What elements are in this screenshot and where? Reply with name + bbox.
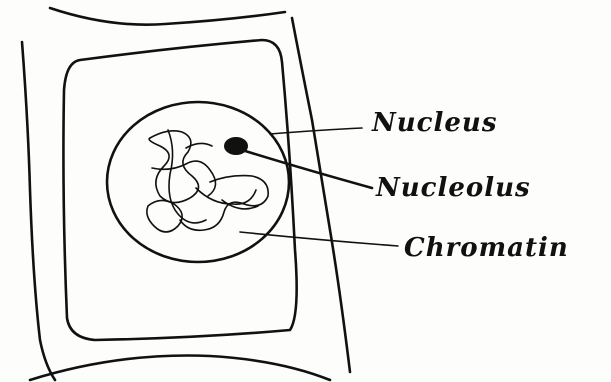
- nucleus-leader-line: [270, 128, 362, 134]
- left-cell-wall: [22, 42, 55, 380]
- cell-membrane: [63, 40, 296, 340]
- label-nucleolus: Nucleolus: [376, 175, 531, 201]
- chromatin-network: [147, 130, 268, 232]
- nucleolus-leader-line: [242, 150, 372, 188]
- right-cell-wall: [292, 18, 350, 372]
- nucleolus-dot: [224, 137, 248, 155]
- label-nucleus: Nucleus: [372, 110, 497, 136]
- label-chromatin: Chromatin: [404, 235, 569, 261]
- bottom-cell-wall: [30, 356, 330, 381]
- top-cell-wall: [50, 8, 285, 25]
